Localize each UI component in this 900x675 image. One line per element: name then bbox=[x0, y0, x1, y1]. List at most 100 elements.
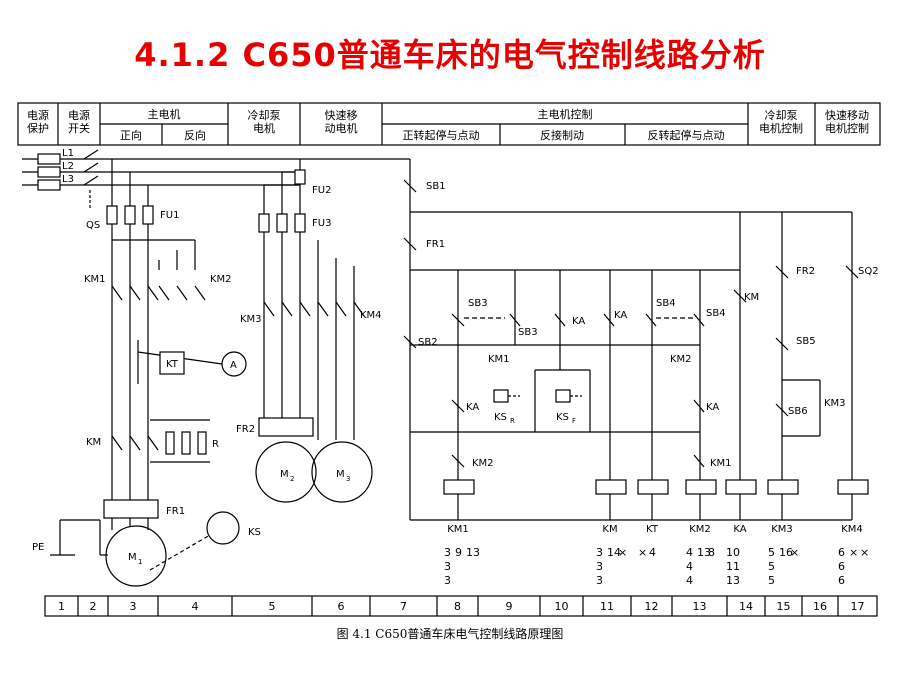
label-KSF: KS bbox=[556, 412, 569, 423]
column-number-6: 6 bbox=[338, 600, 345, 613]
xref-kt-0-0: × bbox=[638, 546, 647, 559]
xref-km4-0-0: 6 bbox=[838, 546, 845, 559]
column-number-4: 4 bbox=[192, 600, 199, 613]
label-QS: QS bbox=[86, 220, 100, 231]
label-SQ2: SQ2 bbox=[858, 266, 879, 277]
xref-km3-1-0: 5 bbox=[768, 560, 775, 573]
label-FR1-main: FR1 bbox=[166, 506, 185, 517]
label-SB6: SB6 bbox=[788, 406, 808, 417]
label-KM2-ctrl: KM2 bbox=[670, 354, 692, 365]
label-KSR: KS bbox=[494, 412, 507, 423]
hdr-sub3: 反转起停与点动 bbox=[648, 128, 725, 142]
column-number-15: 15 bbox=[777, 600, 791, 613]
label-R: R bbox=[212, 439, 219, 450]
hdr-main-motor: 主电机 bbox=[148, 107, 181, 121]
column-number-12: 12 bbox=[645, 600, 659, 613]
slide-title: 4.1.2 C650普通车床的电气控制线路分析 bbox=[134, 36, 766, 74]
coil-label-kt: KT bbox=[646, 524, 659, 535]
header-table-frame bbox=[17, 102, 881, 146]
label-M2: M bbox=[280, 469, 289, 480]
label-FU3: FU3 bbox=[312, 218, 331, 229]
hdr-c2: 电源开关 bbox=[68, 108, 90, 135]
column-number-8: 8 bbox=[454, 600, 461, 613]
xref-km2-1-0: 4 bbox=[686, 560, 693, 573]
column-number-14: 14 bbox=[739, 600, 753, 613]
xref-km2-2-0: 4 bbox=[686, 574, 693, 587]
label-M1: M bbox=[128, 552, 137, 563]
coil-label-km3: KM3 bbox=[771, 524, 793, 535]
label-FU1: FU1 bbox=[160, 210, 179, 221]
xref-ka-0-0: 10 bbox=[726, 546, 740, 559]
label-KA-3: KA bbox=[466, 402, 479, 413]
xref-km3-0-1: 16 bbox=[779, 546, 793, 559]
label-KM3-ctrl: KM3 bbox=[824, 398, 846, 409]
label-KS: KS bbox=[248, 527, 261, 538]
label-L1: L1 bbox=[62, 148, 74, 159]
column-number-13: 13 bbox=[693, 600, 707, 613]
label-KM1-nc: KM1 bbox=[710, 458, 732, 469]
label-KM-main: KM bbox=[86, 437, 101, 448]
coil-label-ka: KA bbox=[733, 524, 746, 535]
label-L2: L2 bbox=[62, 161, 74, 172]
xref-km4-2-0: 6 bbox=[838, 574, 845, 587]
xref-km3-2-0: 5 bbox=[768, 574, 775, 587]
label-FR2-ctrl: FR2 bbox=[796, 266, 815, 277]
xref-ka-2-0: 13 bbox=[726, 574, 740, 587]
label-KM2-nc: KM2 bbox=[472, 458, 494, 469]
label-SB2: SB2 bbox=[418, 337, 438, 348]
xref-km-0-1: 14 bbox=[607, 546, 621, 559]
hdr-coolant-ctrl: 冷却泵电机控制 bbox=[759, 109, 803, 135]
label-PE: PE bbox=[32, 542, 44, 553]
label-KM1-main: KM1 bbox=[84, 274, 106, 285]
xref-km2-0-0: 4 bbox=[686, 546, 693, 559]
xref-km2-0-1: 13 bbox=[697, 546, 711, 559]
hdr-coolant-pump: 冷却泵电机 bbox=[248, 109, 281, 135]
label-M3-sub: 3 bbox=[346, 475, 350, 483]
column-number-3: 3 bbox=[130, 600, 137, 613]
coil-label-km: KM bbox=[602, 524, 617, 535]
xref-km-1-0: 3 bbox=[596, 560, 603, 573]
label-FR1-ctrl: FR1 bbox=[426, 239, 445, 250]
label-KSF-sub: F bbox=[572, 417, 576, 425]
coil-label-km2: KM2 bbox=[689, 524, 711, 535]
label-KA-2: KA bbox=[614, 310, 627, 321]
coil-label-km4: KM4 bbox=[841, 524, 863, 535]
label-M2-sub: 2 bbox=[290, 475, 294, 483]
column-number-9: 9 bbox=[506, 600, 513, 613]
label-SB5: SB5 bbox=[796, 336, 816, 347]
xref-km-0-2: × bbox=[618, 546, 627, 559]
label-FU2: FU2 bbox=[312, 185, 331, 196]
label-SB4-b: SB4 bbox=[706, 308, 726, 319]
column-number-7: 7 bbox=[400, 600, 407, 613]
label-KM3-main: KM3 bbox=[240, 314, 262, 325]
xref-km-2-0: 3 bbox=[596, 574, 603, 587]
column-number-1: 1 bbox=[58, 600, 65, 613]
label-A: A bbox=[230, 360, 237, 371]
label-FR2-main: FR2 bbox=[236, 424, 255, 435]
xref-km3-0-2: × bbox=[790, 546, 799, 559]
label-KT: KT bbox=[166, 359, 179, 370]
xref-km1-0-2: 13 bbox=[466, 546, 480, 559]
label-KSR-sub: R bbox=[510, 417, 515, 425]
xref-ka-1-0: 11 bbox=[726, 560, 740, 573]
label-KA-1: KA bbox=[572, 316, 585, 327]
xref-km1-0-0: 3 bbox=[444, 546, 451, 559]
column-number-16: 16 bbox=[813, 600, 827, 613]
xref-km1-2-0: 3 bbox=[444, 574, 451, 587]
xref-km4-1-0: 6 bbox=[838, 560, 845, 573]
column-number-strip bbox=[44, 595, 878, 617]
label-KM-ctrl: KM bbox=[744, 292, 759, 303]
xref-km1-0-1: 9 bbox=[455, 546, 462, 559]
xref-km3-0-0: 5 bbox=[768, 546, 775, 559]
label-SB3-b: SB3 bbox=[518, 327, 538, 338]
figure-caption: 图 4.1 C650普通车床电气控制线路原理图 bbox=[336, 627, 564, 641]
label-SB3-a: SB3 bbox=[468, 298, 488, 309]
xref-km4-0-1: × bbox=[849, 546, 858, 559]
label-KM4-main: KM4 bbox=[360, 310, 382, 321]
xref-kt-0-1: 4 bbox=[649, 546, 656, 559]
hdr-reverse: 反向 bbox=[184, 128, 206, 142]
xref-km4-0-2: × bbox=[860, 546, 869, 559]
label-M1-sub: 1 bbox=[138, 558, 142, 566]
label-KM1-ctrl: KM1 bbox=[488, 354, 510, 365]
